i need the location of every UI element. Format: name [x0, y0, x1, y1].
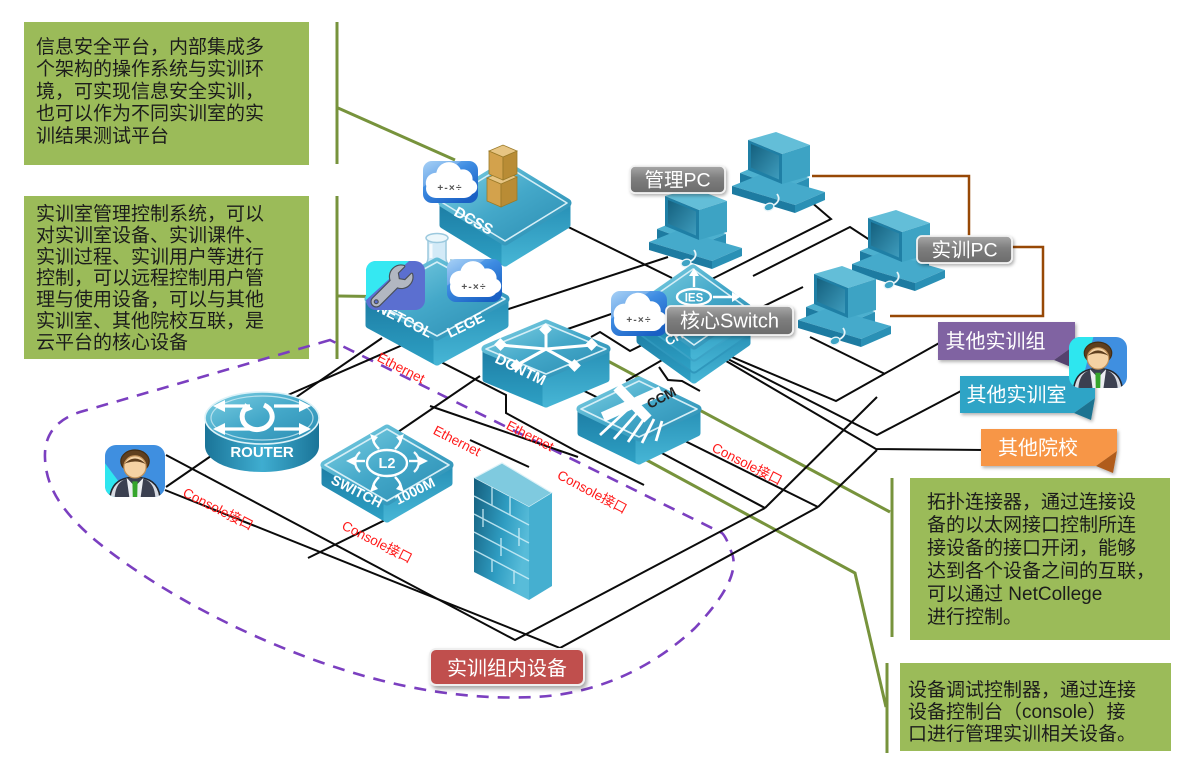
- svg-text:备的以太网接口控制所连: 备的以太网接口控制所连: [927, 514, 1136, 536]
- svg-text:控制，可以远程控制用户管: 控制，可以远程控制用户管: [36, 267, 264, 289]
- svg-text:其他实训室: 其他实训室: [967, 384, 1067, 407]
- svg-text:实训PC: 实训PC: [931, 240, 997, 262]
- svg-text:实训室、其他院校互联，是: 实训室、其他院校互联，是: [36, 310, 264, 332]
- svg-text:达到各个设备之间的互联，: 达到各个设备之间的互联，: [927, 560, 1155, 582]
- svg-text:进行控制。: 进行控制。: [927, 606, 1022, 628]
- svg-text:拓扑连接器，通过连接设: 拓扑连接器，通过连接设: [927, 491, 1136, 513]
- svg-text:L2: L2: [379, 456, 396, 472]
- svg-text:也可以作为不同实训室的实: 也可以作为不同实训室的实: [36, 103, 264, 125]
- svg-text:设备调试控制器，通过连接: 设备调试控制器，通过连接: [908, 679, 1136, 701]
- svg-text:个架构的操作系统与实训环: 个架构的操作系统与实训环: [36, 58, 264, 80]
- svg-text:其他院校: 其他院校: [998, 437, 1078, 460]
- svg-text:实训组内设备: 实训组内设备: [447, 657, 567, 680]
- svg-text:可以通过 NetCollege: 可以通过 NetCollege: [927, 583, 1102, 605]
- svg-text:+-×÷: +-×÷: [461, 282, 486, 293]
- svg-text:ROUTER: ROUTER: [230, 444, 294, 461]
- svg-text:境，可实现信息安全实训，: 境，可实现信息安全实训，: [36, 80, 264, 102]
- svg-text:实训室管理控制系统，可以: 实训室管理控制系统，可以: [36, 203, 264, 225]
- svg-text:对实训室设备、实训课件、: 对实训室设备、实训课件、: [36, 224, 264, 246]
- svg-text:信息安全平台，内部集成多: 信息安全平台，内部集成多: [36, 36, 264, 58]
- svg-text:实训过程、实训用户等进行: 实训过程、实训用户等进行: [36, 246, 264, 268]
- svg-text:IES: IES: [685, 293, 704, 305]
- svg-text:理与使用设备，可以与其他: 理与使用设备，可以与其他: [36, 289, 264, 311]
- svg-text:其他实训组: 其他实训组: [946, 330, 1046, 353]
- svg-text:云平台的核心设备: 云平台的核心设备: [36, 331, 188, 353]
- svg-text:管理PC: 管理PC: [644, 170, 710, 192]
- svg-text:训结果测试平台: 训结果测试平台: [36, 125, 169, 147]
- svg-text:接设备的接口开闭，能够: 接设备的接口开闭，能够: [927, 537, 1136, 559]
- svg-text:+-×÷: +-×÷: [437, 183, 462, 194]
- svg-text:设备控制台（console）接: 设备控制台（console）接: [908, 701, 1126, 723]
- svg-text:核心Switch: 核心Switch: [680, 310, 779, 333]
- svg-text:+-×÷: +-×÷: [626, 315, 651, 326]
- svg-text:口进行管理实训相关设备。: 口进行管理实训相关设备。: [908, 723, 1136, 745]
